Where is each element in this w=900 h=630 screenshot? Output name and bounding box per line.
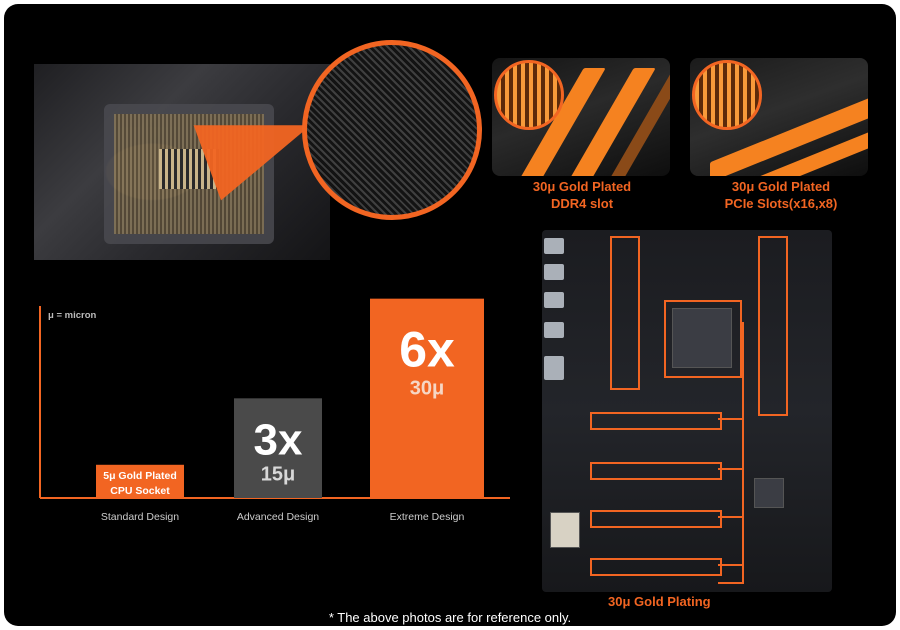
plating-caption: 30μ Gold Plating bbox=[608, 594, 711, 609]
callout-line bbox=[718, 564, 744, 566]
pcie-caption-line2: PCIe Slots(x16,x8) bbox=[724, 196, 838, 211]
footnote: * The above photos are for reference onl… bbox=[328, 610, 572, 625]
background-panel: 30μ Gold Plated DDR4 slot 30μ Gold Plate… bbox=[4, 4, 896, 626]
io-port bbox=[544, 356, 564, 380]
callout-line bbox=[718, 582, 744, 584]
data-label: CPU Socket bbox=[110, 485, 170, 497]
ddr4-slot-photo bbox=[492, 58, 670, 176]
callout-line bbox=[718, 418, 744, 420]
motherboard-photo bbox=[542, 230, 832, 592]
ddr4-caption-line2: DDR4 slot bbox=[550, 196, 614, 211]
ddr4-caption-line1: 30μ Gold Plated bbox=[532, 179, 632, 194]
pcie-outline-4 bbox=[590, 558, 722, 576]
bar-3 bbox=[370, 298, 484, 498]
io-port bbox=[544, 292, 564, 308]
pcie-caption: 30μ Gold Plated PCIe Slots(x16,x8) bbox=[696, 178, 866, 212]
dimm-outline-left bbox=[610, 236, 640, 390]
multiplier-label: 6x bbox=[399, 322, 455, 378]
cpu-socket-outline bbox=[664, 300, 742, 378]
category-label: Extreme Design bbox=[390, 511, 465, 523]
socket-pin-zoom-circle bbox=[302, 40, 482, 220]
socket-pins bbox=[159, 149, 219, 189]
io-port bbox=[544, 322, 564, 338]
io-port bbox=[544, 264, 564, 280]
cpu-socket-chip bbox=[672, 308, 732, 368]
chipset-chip bbox=[754, 478, 784, 508]
data-label: 15μ bbox=[261, 463, 295, 485]
data-label: 5μ Gold Plated bbox=[103, 470, 177, 482]
dimm-outline-right bbox=[758, 236, 788, 416]
ddr4-caption: 30μ Gold Plated DDR4 slot bbox=[512, 178, 652, 212]
pcie-outline-2 bbox=[590, 462, 722, 480]
multiplier-label: 3x bbox=[254, 415, 303, 464]
bar-2 bbox=[234, 398, 322, 498]
pcie-caption-line1: 30μ Gold Plated bbox=[731, 179, 831, 194]
pcie-zoom-circle bbox=[692, 60, 762, 130]
pcie-outline-3 bbox=[590, 510, 722, 528]
audio-chip bbox=[550, 512, 580, 548]
bar-1 bbox=[96, 464, 184, 498]
pcie-slot-photo bbox=[690, 58, 868, 176]
data-label: 30μ bbox=[410, 378, 444, 400]
callout-line bbox=[742, 322, 744, 582]
cpu-socket-photo bbox=[34, 64, 330, 260]
category-label: Standard Design bbox=[101, 511, 179, 523]
pcie-outline-1 bbox=[590, 412, 722, 430]
category-label: Advanced Design bbox=[237, 511, 319, 523]
ddr4-zoom-circle bbox=[494, 60, 564, 130]
unit-note: μ = micron bbox=[48, 310, 97, 321]
socket-frame bbox=[104, 104, 274, 244]
callout-line bbox=[718, 468, 744, 470]
callout-line bbox=[718, 516, 744, 518]
io-port bbox=[544, 238, 564, 254]
